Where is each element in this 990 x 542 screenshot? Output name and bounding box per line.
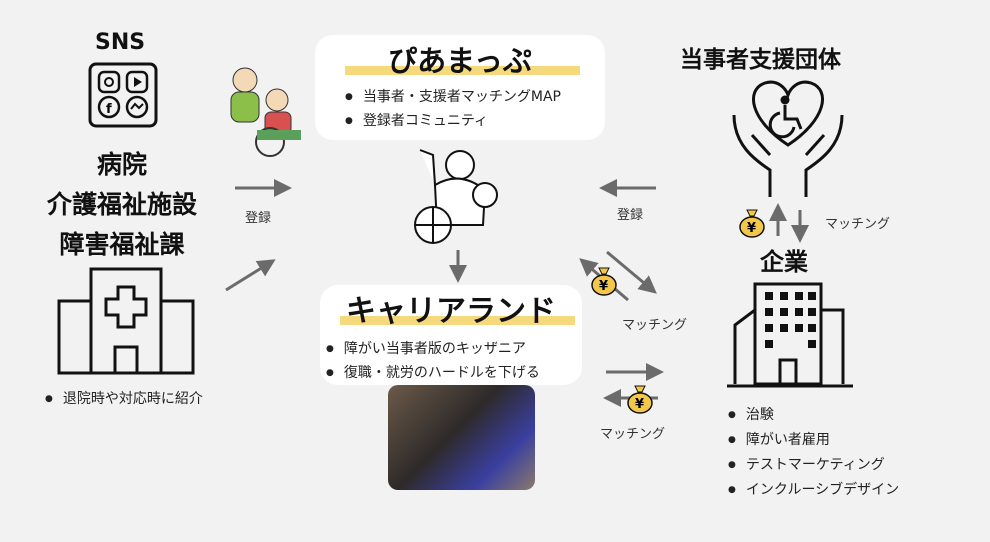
matching-label-right: マッチング: [825, 217, 891, 232]
office-building-icon: [727, 282, 853, 388]
careerland-photo: [388, 385, 535, 490]
arrow-diag-out: [606, 250, 657, 294]
money-bag-icon: ¥: [739, 209, 765, 238]
care-hands-heart-icon: [732, 80, 844, 197]
piamap-title: ぴあまっぷ: [388, 44, 532, 78]
company-title: 企業: [760, 248, 808, 276]
careerland-title: キャリアランド: [346, 294, 556, 329]
piamap-bullet-2: 登録者コミュニティ: [345, 110, 488, 130]
company-bullet-3: テストマーケティング: [728, 454, 885, 474]
careerland-title-highlight: [340, 316, 575, 325]
register-label-right: 登録: [617, 208, 644, 223]
svg-text:f: f: [106, 102, 112, 117]
svg-text:¥: ¥: [747, 221, 756, 236]
hospital-icon: [57, 267, 195, 375]
svg-text:¥: ¥: [635, 397, 644, 412]
careerland-bullet-2: 復職・就労のハードルを下げる: [326, 362, 540, 382]
sns-title: SNS: [95, 30, 146, 55]
money-bag-icon: ¥: [591, 267, 617, 296]
svg-text:¥: ¥: [599, 279, 608, 294]
sns-icons: f: [88, 62, 158, 128]
matching-label-bottom: マッチング: [600, 427, 666, 442]
institutions: 病院 介護福祉施設 障害福祉課: [22, 145, 222, 265]
institution-care-facility: 介護福祉施設: [46, 190, 197, 219]
money-bag-icon: ¥: [627, 385, 653, 414]
careerland-bullet-1: 障がい当事者版のキッザニア: [326, 338, 526, 358]
register-label-left: 登録: [245, 211, 272, 226]
arrow-left-diagonal: [225, 259, 276, 292]
mascot-illustration: [414, 149, 498, 244]
support-org-title: 当事者支援団体: [680, 47, 841, 73]
institution-hospital: 病院: [96, 150, 147, 179]
institution-welfare-dept: 障害福祉課: [59, 230, 185, 259]
piamap-bullet-1: 当事者・支援者マッチングMAP: [345, 86, 561, 106]
piamap-title-highlight: [345, 66, 580, 75]
left-bullet: 退院時や対応時に紹介: [45, 388, 203, 408]
company-bullet-1: 治験: [728, 404, 774, 424]
company-bullet-4: インクルーシブデザイン: [728, 479, 899, 499]
matching-label-middle: マッチング: [622, 318, 688, 333]
wheelchair-illustration: [230, 67, 301, 157]
company-bullet-2: 障がい者雇用: [728, 429, 830, 449]
